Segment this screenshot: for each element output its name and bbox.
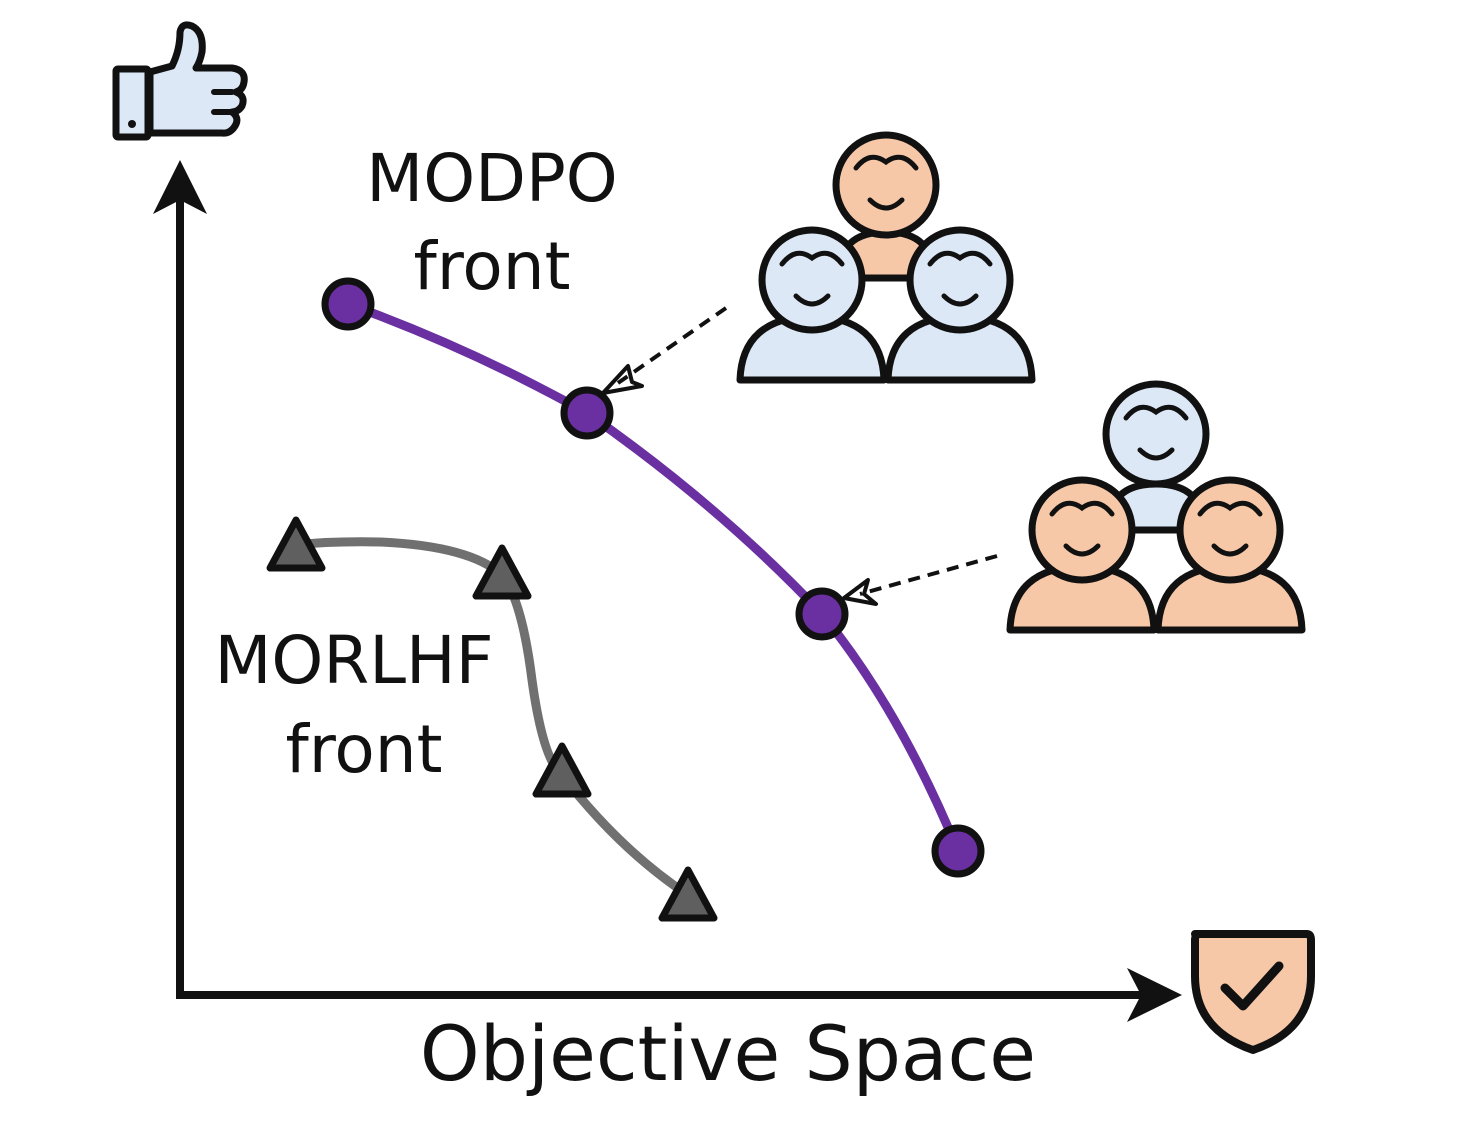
- people-group-icon: [736, 131, 1036, 384]
- morlhf-label-line2: front: [285, 711, 442, 788]
- morlhf-front-curve: [295, 537, 691, 899]
- y-axis-arrowhead: [153, 160, 207, 214]
- axes: [153, 160, 1182, 1022]
- modpo-front: [321, 277, 985, 878]
- modpo-label-line1: MODPO: [366, 140, 617, 217]
- modpo-label-line2: front: [413, 228, 570, 305]
- modpo-front-curve: [346, 299, 963, 853]
- modpo-point: [321, 277, 375, 331]
- dashed-arrow: [859, 554, 998, 596]
- modpo-point: [931, 824, 985, 878]
- morlhf-point: [532, 742, 592, 798]
- x-axis-arrowhead: [1127, 968, 1182, 1022]
- dashed-arrow: [616, 306, 728, 385]
- morlhf-point: [472, 544, 532, 600]
- modpo-point: [560, 386, 614, 440]
- pointer-arrows: [601, 306, 998, 606]
- morlhf-front: [266, 516, 718, 922]
- people-group-icon: [1006, 380, 1306, 634]
- modpo-point: [795, 587, 849, 641]
- dashed-arrowhead: [601, 364, 644, 395]
- shield-check-icon: [1191, 930, 1315, 1054]
- morlhf-point: [658, 866, 718, 922]
- thumbs-up-icon: [112, 21, 248, 141]
- dashed-arrowhead: [842, 578, 878, 606]
- morlhf-point: [266, 516, 326, 572]
- morlhf-label-line1: MORLHF: [214, 622, 493, 699]
- axis-caption: Objective Space: [420, 1009, 1036, 1098]
